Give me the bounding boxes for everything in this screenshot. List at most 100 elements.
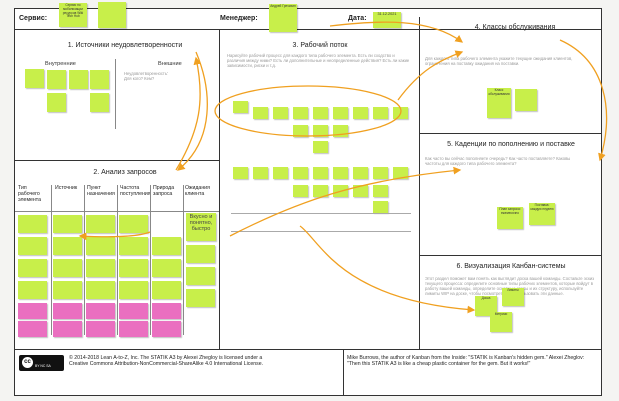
cc-icon: cc <box>22 357 33 368</box>
workflow-step-note[interactable] <box>313 125 328 137</box>
workflow-step-note[interactable] <box>353 107 368 119</box>
workflow-step-note[interactable] <box>313 167 328 179</box>
workflow-step-note[interactable] <box>333 185 348 197</box>
analysis-note[interactable] <box>18 215 47 233</box>
s4-note-main[interactable]: Класс обслуживания <box>487 88 511 118</box>
analysis-note[interactable] <box>186 267 215 285</box>
analysis-note[interactable] <box>152 281 181 299</box>
workflow-step-note[interactable] <box>253 107 268 119</box>
workflow-step-note[interactable] <box>233 167 248 179</box>
analysis-note[interactable] <box>86 321 115 337</box>
s1-note-3[interactable] <box>69 70 88 89</box>
service-label: Сервис: <box>19 15 48 22</box>
section5-title: 5. Каденции по пополнению и поставке <box>447 141 575 148</box>
license-text: © 2014-2018 Lean A-to-Z, Inc. The STATIK… <box>69 355 341 367</box>
s1-note-6[interactable] <box>90 93 109 112</box>
analysis-note[interactable] <box>119 281 148 299</box>
workflow-step-note[interactable] <box>353 185 368 197</box>
date-sticky-note[interactable]: 31.12.2021 <box>373 12 401 28</box>
analysis-note[interactable] <box>152 259 181 277</box>
analysis-note[interactable] <box>53 321 82 337</box>
analysis-note[interactable] <box>53 303 82 319</box>
analysis-note[interactable] <box>119 215 148 233</box>
manager-sticky-note[interactable]: Андрей Гречихин <box>269 4 297 32</box>
s1-note-1[interactable] <box>25 69 44 88</box>
s1-note-5[interactable] <box>47 93 66 112</box>
workflow-step-note[interactable] <box>293 167 308 179</box>
s4-note-2[interactable] <box>515 89 537 111</box>
workflow-step-note[interactable] <box>333 107 348 119</box>
workflow-step-note[interactable] <box>293 107 308 119</box>
quote-text: Mike Burrows, the author of Kanban from … <box>347 355 599 367</box>
analysis-note[interactable] <box>18 237 47 255</box>
analysis-note[interactable] <box>18 303 47 319</box>
analysis-note[interactable] <box>86 215 115 233</box>
s5-note-delivery[interactable]: Поставка: каждую неделю <box>529 203 555 225</box>
license-line-2: Creative Commons Attribution-NonCommerci… <box>69 361 264 368</box>
big-expectations-note[interactable]: Вкусно и понятно, быстро <box>186 213 216 241</box>
quote-line-2: "Then this STATIK A3 is like a cheap pla… <box>347 361 531 368</box>
s1-external-label: Внешние <box>158 61 182 67</box>
service-sticky-note[interactable]: Сервис по мобилизации ресурсов Wiki Tech… <box>59 3 87 27</box>
workflow-step-note[interactable] <box>273 167 288 179</box>
section3-title: 3. Рабочий поток <box>292 42 348 49</box>
workflow-step-note[interactable] <box>373 167 388 179</box>
analysis-note[interactable] <box>186 289 215 307</box>
analysis-note[interactable] <box>86 237 115 255</box>
s1-note-4[interactable] <box>90 70 109 89</box>
analysis-note[interactable] <box>18 259 47 277</box>
analysis-note[interactable] <box>53 237 82 255</box>
col-header-destination: Пункт назначения <box>87 185 115 197</box>
analysis-note[interactable] <box>119 321 148 337</box>
workflow-step-note[interactable] <box>293 125 308 137</box>
analysis-note[interactable] <box>152 237 181 255</box>
analysis-note[interactable] <box>53 259 82 277</box>
analysis-note[interactable] <box>152 303 181 319</box>
workflow-step-note[interactable] <box>333 125 348 137</box>
workflow-step-note[interactable] <box>313 185 328 197</box>
analysis-note[interactable] <box>86 281 115 299</box>
analysis-note[interactable] <box>86 303 115 319</box>
workflow-step-note[interactable] <box>393 167 408 179</box>
col-header-expectations: Ожидания клиента <box>185 185 210 197</box>
section2-title: 2. Анализ запросов <box>93 169 157 176</box>
analysis-note[interactable] <box>152 321 181 337</box>
workflow-step-note[interactable] <box>393 107 408 119</box>
analysis-note[interactable] <box>53 215 82 233</box>
analysis-note[interactable] <box>18 321 47 337</box>
workflow-step-note[interactable] <box>353 167 368 179</box>
workflow-step-note[interactable] <box>233 101 248 113</box>
license-line-1: © 2014-2018 Lean A-to-Z, Inc. The STATIK… <box>69 355 263 361</box>
workflow-step-note[interactable] <box>293 185 308 197</box>
analysis-note[interactable] <box>86 259 115 277</box>
cc-badge-text: BY NC SA <box>35 364 51 368</box>
cc-license-badge[interactable]: cc BY NC SA <box>19 355 64 371</box>
analysis-note[interactable] <box>18 281 47 299</box>
section6-title: 6. Визуализация Канбан-системы <box>456 263 566 270</box>
analysis-note[interactable] <box>119 303 148 319</box>
analysis-note[interactable] <box>186 245 215 263</box>
s6-note-metrics[interactable]: Метрики <box>490 312 512 332</box>
analysis-note[interactable] <box>119 259 148 277</box>
workflow-step-note[interactable] <box>313 141 328 153</box>
workflow-step-note[interactable] <box>313 107 328 119</box>
workflow-step-note[interactable] <box>333 167 348 179</box>
service-sticky-note-2[interactable] <box>98 2 126 28</box>
s6-note-limits[interactable]: Лимиты <box>502 288 524 306</box>
statik-a3-canvas: Сервис: Менеджер: Дата: Сервис по мобили… <box>14 2 602 396</box>
quote-line-1: Mike Burrows, the author of Kanban from … <box>347 355 585 361</box>
s1-note-2[interactable] <box>47 70 66 89</box>
s5-note-replenish[interactable]: План запроса: ежемесячно <box>497 207 523 229</box>
workflow-step-note[interactable] <box>373 185 388 197</box>
analysis-note[interactable] <box>53 281 82 299</box>
workflow-step-note[interactable] <box>253 167 268 179</box>
section4-title: 4. Классы обслуживания <box>474 24 556 31</box>
date-label: Дата: <box>348 15 367 22</box>
workflow-step-note[interactable] <box>273 107 288 119</box>
s4-instruction-text: Для каждого типа рабочего элемента укажи… <box>425 56 573 66</box>
s6-note-board[interactable]: Доска <box>475 296 497 316</box>
workflow-step-note[interactable] <box>373 107 388 119</box>
analysis-note[interactable] <box>119 237 148 255</box>
workflow-step-note[interactable] <box>373 201 388 213</box>
s3-instruction-text: Нарисуйте рабочий процесс для каждого ти… <box>227 53 410 68</box>
